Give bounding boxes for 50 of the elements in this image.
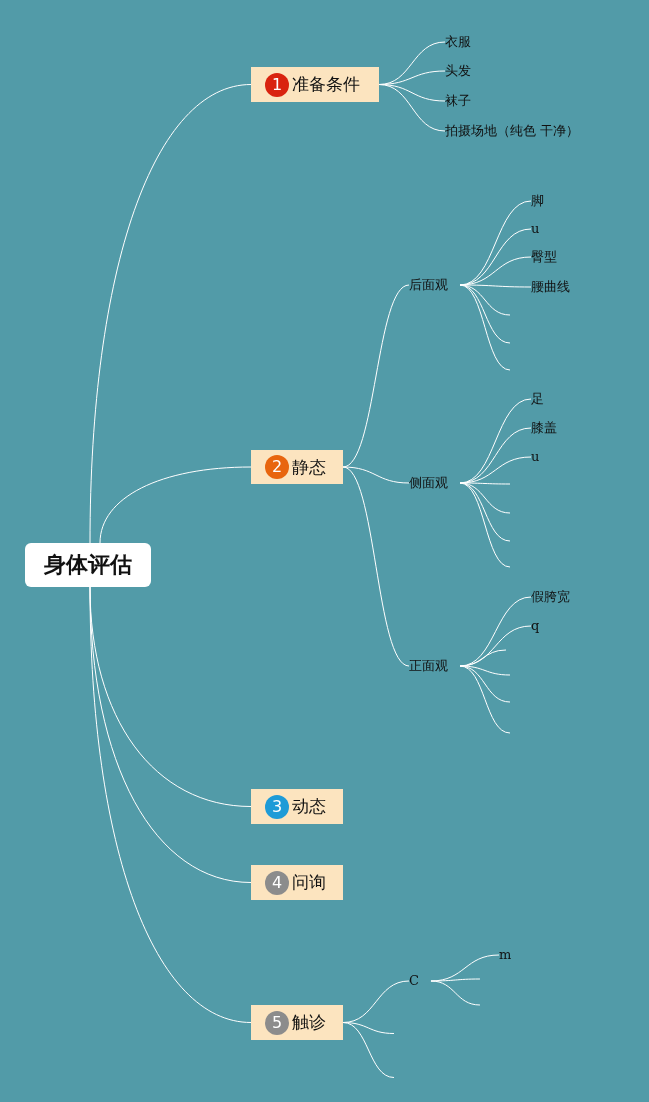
branch-label: q bbox=[531, 617, 540, 635]
branch-label: m bbox=[499, 946, 512, 964]
number-badge: 5 bbox=[265, 1010, 289, 1035]
branch-line bbox=[430, 980, 481, 1006]
branch-line bbox=[459, 665, 511, 703]
topic-box bbox=[251, 789, 343, 824]
branch-line bbox=[459, 482, 511, 514]
branch-line bbox=[378, 84, 446, 132]
branch-label: 头发 bbox=[445, 62, 471, 80]
branch-label: 假胯宽 bbox=[531, 588, 570, 606]
branch-line bbox=[342, 1022, 395, 1078]
topic-label: 动态 bbox=[292, 795, 326, 818]
branch-label: C bbox=[409, 972, 419, 990]
number-badge: 3 bbox=[265, 794, 289, 819]
branch-label: 腰曲线 bbox=[531, 278, 570, 296]
branch-line bbox=[459, 284, 511, 371]
branch-label: u bbox=[531, 220, 540, 238]
branch-label: 侧面观 bbox=[409, 474, 448, 492]
topic-label: 触诊 bbox=[292, 1011, 326, 1034]
branch-line bbox=[89, 586, 252, 1023]
branch-line bbox=[89, 84, 252, 544]
branch-label: 后面观 bbox=[409, 276, 448, 294]
branch-label: 脚 bbox=[531, 192, 544, 210]
branch-line bbox=[99, 466, 252, 544]
branch-line bbox=[459, 482, 511, 568]
branch-label: 臀型 bbox=[531, 248, 557, 266]
branch-line bbox=[459, 665, 511, 734]
number-badge: 2 bbox=[265, 455, 289, 479]
branch-line bbox=[459, 482, 511, 485]
topic-label: 准备条件 bbox=[292, 73, 360, 96]
topic-label: 问询 bbox=[292, 871, 326, 894]
branch-line bbox=[459, 284, 511, 316]
topic-box bbox=[251, 1005, 343, 1040]
branch-line bbox=[459, 284, 532, 288]
branch-label: 正面观 bbox=[409, 657, 448, 675]
branch-label: 衣服 bbox=[445, 33, 471, 51]
branch-label: 拍摄场地（纯色 干净） bbox=[445, 122, 580, 140]
topic-label: 静态 bbox=[292, 455, 326, 479]
branch-line bbox=[459, 665, 511, 676]
branch-line bbox=[342, 466, 410, 667]
number-badge: 1 bbox=[265, 72, 289, 97]
branch-label: 袜子 bbox=[445, 92, 471, 110]
branch-label: u bbox=[531, 448, 540, 466]
branch-label: 足 bbox=[531, 390, 544, 408]
number-badge: 4 bbox=[265, 870, 289, 895]
central-topic-box: 身体评估 bbox=[25, 543, 151, 587]
topic-box bbox=[251, 450, 343, 484]
topic-box bbox=[251, 67, 379, 102]
branch-label: 膝盖 bbox=[531, 419, 557, 437]
topic-box bbox=[251, 865, 343, 900]
